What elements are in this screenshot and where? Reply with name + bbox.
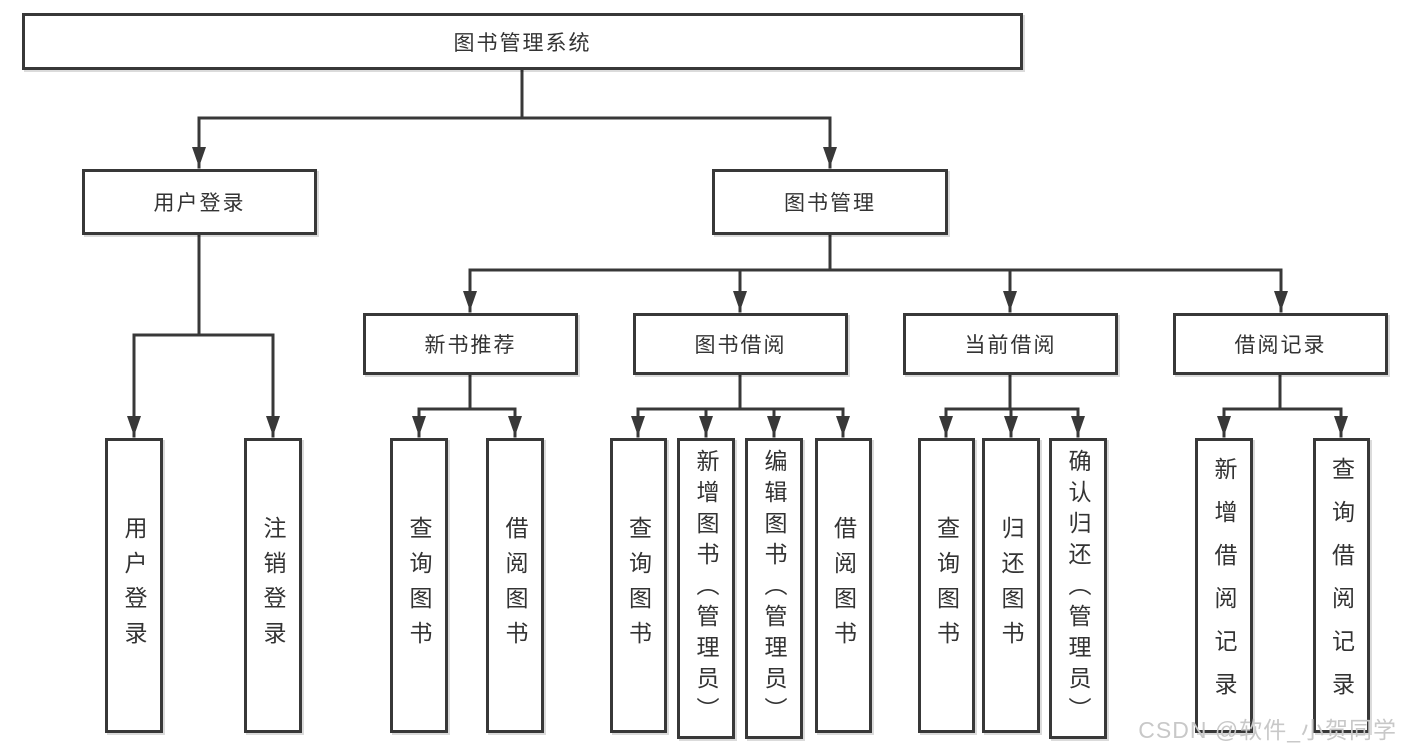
leaf-query-borrow-record: 查询借阅记录 (1313, 438, 1370, 733)
leaf-borrow-books-recommend: 借阅图书 (486, 438, 544, 733)
leaf-query-books-recommend: 查询图书 (390, 438, 448, 733)
leaf-return-books: 归还图书 (982, 438, 1040, 733)
leaf-borrow-books: 借阅图书 (815, 438, 872, 733)
leaf-user-login: 用户登录 (105, 438, 163, 733)
branch-borrow-records (1217, 373, 1348, 438)
branch-user-login (127, 233, 280, 438)
branch-book-management (463, 233, 1288, 313)
node-book-management: 图书管理 (712, 169, 948, 235)
branch-book-borrow (631, 373, 850, 438)
branch-root (192, 68, 837, 169)
node-current-borrow: 当前借阅 (903, 313, 1118, 375)
branch-new-book-recommend (412, 373, 522, 438)
leaf-query-books-current: 查询图书 (918, 438, 975, 733)
leaf-add-borrow-record: 新增借阅记录 (1195, 438, 1253, 733)
branch-current-borrow (939, 373, 1085, 438)
node-new-book-recommend: 新书推荐 (363, 313, 578, 375)
node-user-login: 用户登录 (82, 169, 317, 235)
leaf-logout: 注销登录 (244, 438, 302, 733)
leaf-confirm-return-admin: 确认归还（管理员） (1049, 438, 1107, 739)
node-root-library-system: 图书管理系统 (22, 13, 1023, 70)
csdn-watermark: CSDN @软件_小贺同学 (1138, 717, 1397, 743)
leaf-add-book-admin: 新增图书（管理员） (677, 438, 735, 739)
node-book-borrow: 图书借阅 (633, 313, 848, 375)
leaf-edit-book-admin: 编辑图书（管理员） (745, 438, 803, 739)
node-borrow-records: 借阅记录 (1173, 313, 1388, 375)
leaf-query-books-borrow: 查询图书 (610, 438, 667, 733)
